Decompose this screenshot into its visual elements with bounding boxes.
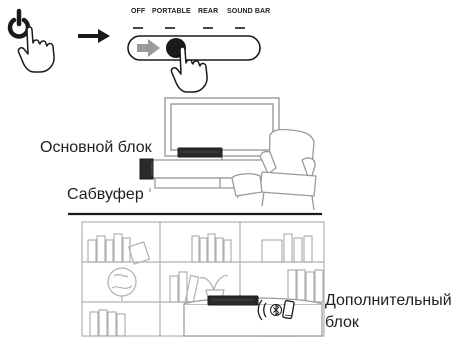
additional-unit-label-line1: Дополнительный — [325, 292, 452, 309]
wireless-signal-icon — [257, 299, 267, 321]
main-unit-label: Основной блок — [40, 139, 152, 156]
switch-label-rear: REAR — [198, 8, 219, 15]
switch-label-soundbar: SOUND BAR — [227, 8, 271, 15]
pointing-hand-icon — [17, 26, 55, 73]
subwoofer-label: Сабвуфер — [67, 186, 144, 203]
slide-switch[interactable] — [127, 27, 261, 61]
right-arrow-icon — [78, 29, 110, 43]
smartphone-icon — [282, 300, 295, 320]
main-soundbar — [177, 147, 223, 158]
pointing-hand-icon — [170, 46, 208, 93]
switch-label-off: OFF — [131, 8, 146, 15]
slide-direction-arrow — [137, 39, 160, 57]
subwoofer — [139, 158, 154, 180]
power-icon — [7, 8, 31, 39]
switch-label-portable: PORTABLE — [152, 8, 191, 15]
tv — [164, 97, 280, 163]
additional-unit-label-line2: блок — [325, 314, 359, 331]
armchair — [231, 128, 317, 211]
additional-soundbar — [207, 295, 259, 306]
bluetooth-icon — [270, 303, 282, 317]
